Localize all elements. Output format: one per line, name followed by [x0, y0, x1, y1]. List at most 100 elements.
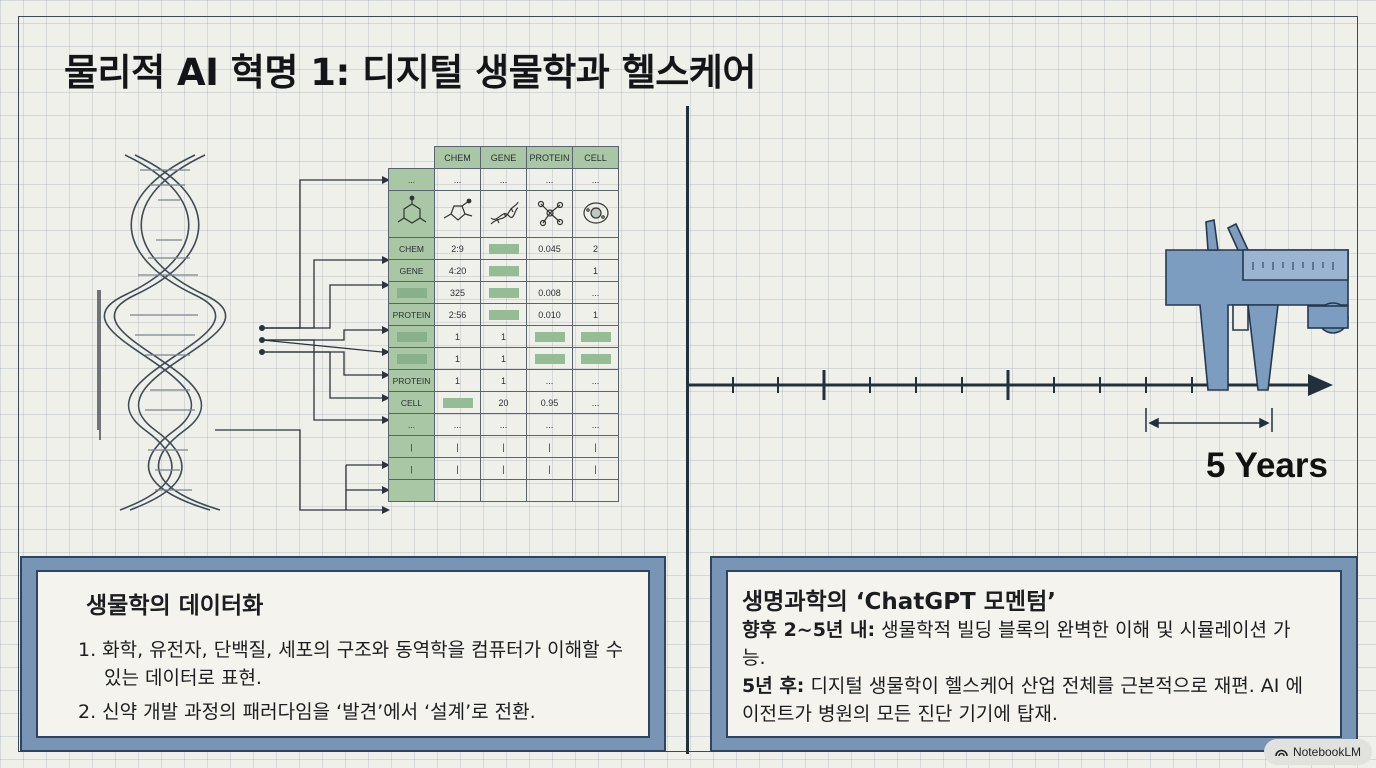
timeline-caliper-illustration: [688, 219, 1349, 432]
dna-helix-illustration: [97, 154, 390, 514]
molecule-icon: [388, 190, 435, 238]
notebooklm-badge[interactable]: NotebookLM: [1264, 739, 1372, 765]
span-bracket: [1145, 408, 1273, 432]
cell-icon: [572, 190, 619, 238]
box-title: 생명과학의 ‘ChatGPT 모멘텀’: [742, 589, 1056, 615]
biology-data-table: CHEM GENE PROTEIN CELL ... ... ... ... .…: [388, 146, 619, 502]
table-cell: 1: [572, 303, 619, 326]
table-cell: [480, 479, 527, 502]
table-cell: |: [572, 457, 619, 480]
table-cell: 1: [434, 369, 481, 392]
badge-label: NotebookLM: [1292, 745, 1362, 759]
table-cell: |: [480, 435, 527, 458]
biology-datafication-box: 생물학의 데이터화 1. 화학, 유전자, 단백질, 세포의 구조와 동역학을 …: [20, 556, 666, 752]
notebooklm-logo-icon: [1275, 749, 1288, 757]
table-cell: |: [434, 435, 481, 458]
table-cell: 1: [434, 347, 481, 370]
table-cell: 4:20: [434, 259, 481, 282]
table-cell: ...: [434, 168, 481, 191]
table-row-label: CELL: [388, 391, 435, 414]
table-row-label: [388, 347, 435, 370]
table-cell: ...: [572, 168, 619, 191]
table-cell-highlight: [480, 237, 527, 260]
box-body: 향후 2~5년 내: 생물학적 빌딩 블록의 완벽한 이해 및 시뮬레이션 가능…: [742, 616, 1312, 728]
table-cell: |: [480, 457, 527, 480]
table-cell: 2:9: [434, 237, 481, 260]
table-cell: [526, 259, 573, 282]
paragraph-near-term: 향후 2~5년 내: 생물학적 빌딩 블록의 완벽한 이해 및 시뮬레이션 가능…: [742, 616, 1312, 672]
table-cell: |: [572, 435, 619, 458]
table-cell: [526, 479, 573, 502]
table-cell: ...: [434, 413, 481, 436]
table-cell: ...: [526, 369, 573, 392]
header-chem: CHEM: [434, 146, 481, 169]
table-cell: |: [526, 457, 573, 480]
table-row-label: PROTEIN: [388, 303, 435, 326]
table-cell: [434, 479, 481, 502]
paragraph-text: 디지털 생물학이 헬스케어 산업 전체를 근본적으로 재편. AI 에이전트가 …: [742, 675, 1303, 725]
chatgpt-moment-box: 생명과학의 ‘ChatGPT 모멘텀’ 향후 2~5년 내: 생물학적 빌딩 블…: [710, 556, 1358, 752]
paragraph-text: 생물학적 빌딩 블록의 완벽한 이해 및 시뮬레이션 가능.: [742, 619, 1291, 669]
table-cell: ...: [480, 413, 527, 436]
header-gene: GENE: [480, 146, 527, 169]
table-row-label: GENE: [388, 259, 435, 282]
table-cell: ...: [480, 168, 527, 191]
paragraph-label: 향후 2~5년 내:: [742, 619, 876, 641]
table-cell: 0.045: [526, 237, 573, 260]
table-cell-highlight: [572, 325, 619, 348]
table-cell: [388, 479, 435, 502]
paragraph-five-years: 5년 후: 디지털 생물학이 헬스케어 산업 전체를 근본적으로 재편. AI …: [742, 672, 1312, 728]
table-cell: 1: [480, 347, 527, 370]
table-cell: 1: [480, 369, 527, 392]
molecule-ring-icon: [434, 190, 481, 238]
table-cell: |: [388, 457, 435, 480]
table-row-label: CHEM: [388, 237, 435, 260]
caliper-icon: [1165, 219, 1349, 391]
table-cell: 20: [480, 391, 527, 414]
table-cell: ...: [572, 413, 619, 436]
table-cell: ...: [572, 281, 619, 304]
table-cell-highlight: [526, 347, 573, 370]
table-cell: 2:56: [434, 303, 481, 326]
table-cell: ...: [572, 391, 619, 414]
span-label: 5 Years: [1206, 446, 1328, 485]
box-title: 생물학의 데이터화: [86, 593, 264, 619]
table-row-label: [388, 325, 435, 348]
slide-title: 물리적 AI 혁명 1: 디지털 생물학과 헬스케어: [64, 51, 756, 94]
list-item: 1. 화학, 유전자, 단백질, 세포의 구조와 동역학을 컴퓨터가 이해할 수…: [78, 639, 624, 689]
table-cell: |: [526, 435, 573, 458]
table-cell: 1: [572, 259, 619, 282]
table-cell-highlight: [434, 391, 481, 414]
paragraph-label: 5년 후:: [742, 675, 805, 697]
table-cell: 1: [434, 325, 481, 348]
table-cell: 1: [480, 325, 527, 348]
table-cell: ...: [526, 413, 573, 436]
dna-icon: [480, 190, 527, 238]
table-row-label: PROTEIN: [388, 369, 435, 392]
vertical-divider: [686, 106, 689, 754]
header-cell: CELL: [572, 146, 619, 169]
table-cell: ...: [388, 413, 435, 436]
table-cell: |: [434, 457, 481, 480]
table-cell-highlight: [480, 281, 527, 304]
table-cell: |: [388, 435, 435, 458]
table-cell-highlight: [480, 259, 527, 282]
box-inner: 생물학의 데이터화 1. 화학, 유전자, 단백질, 세포의 구조와 동역학을 …: [36, 570, 650, 738]
table-cell: 0.95: [526, 391, 573, 414]
table-cell: [572, 479, 619, 502]
table-cell: 325: [434, 281, 481, 304]
table-cell: ...: [388, 168, 435, 191]
box-list: 1. 화학, 유전자, 단백질, 세포의 구조와 동역학을 컴퓨터가 이해할 수…: [78, 636, 638, 732]
timeline-arrow-icon: [1308, 374, 1333, 396]
box-inner: 생명과학의 ‘ChatGPT 모멘텀’ 향후 2~5년 내: 생물학적 빌딩 블…: [726, 570, 1342, 738]
header-protein: PROTEIN: [526, 146, 573, 169]
table-row-label: [388, 281, 435, 304]
table-cell: ...: [526, 168, 573, 191]
table-cell: ...: [572, 369, 619, 392]
molecule-network-icon: [526, 190, 573, 238]
table-cell-highlight: [480, 303, 527, 326]
table-cell-highlight: [526, 325, 573, 348]
table-cell: 0.010: [526, 303, 573, 326]
table-cell: 0.008: [526, 281, 573, 304]
table-cell-highlight: [572, 347, 619, 370]
